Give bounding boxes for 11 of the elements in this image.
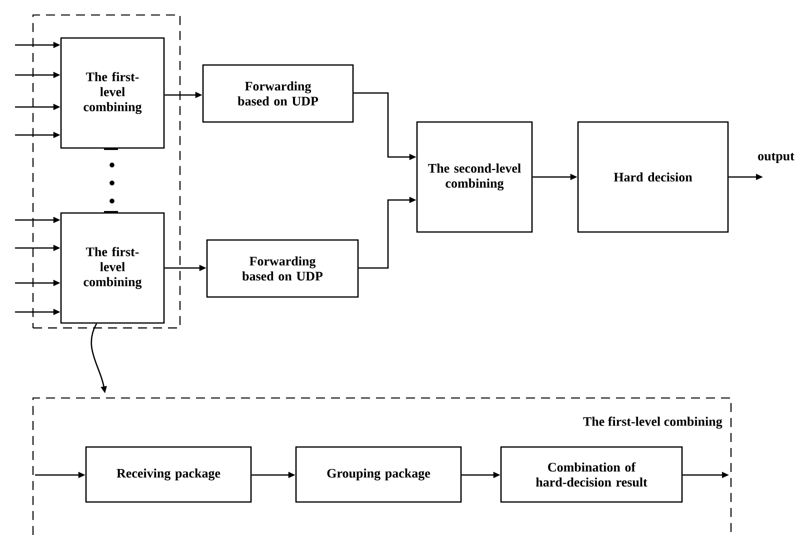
process-box: Hard decision xyxy=(577,121,729,233)
process-box: The first-level combining xyxy=(60,212,165,324)
process-box: The first-level combining xyxy=(60,37,165,149)
process-box: Forwarding based on UDP xyxy=(206,239,359,298)
process-box: Receiving package xyxy=(85,446,252,503)
process-box: Combination of hard-decision result xyxy=(500,446,683,503)
output-label: output xyxy=(758,152,794,164)
process-box: Forwarding based on UDP xyxy=(202,64,354,123)
process-box: The second-level combining xyxy=(416,121,533,233)
dashed-frame xyxy=(32,14,181,329)
process-box: Grouping package xyxy=(295,446,462,503)
